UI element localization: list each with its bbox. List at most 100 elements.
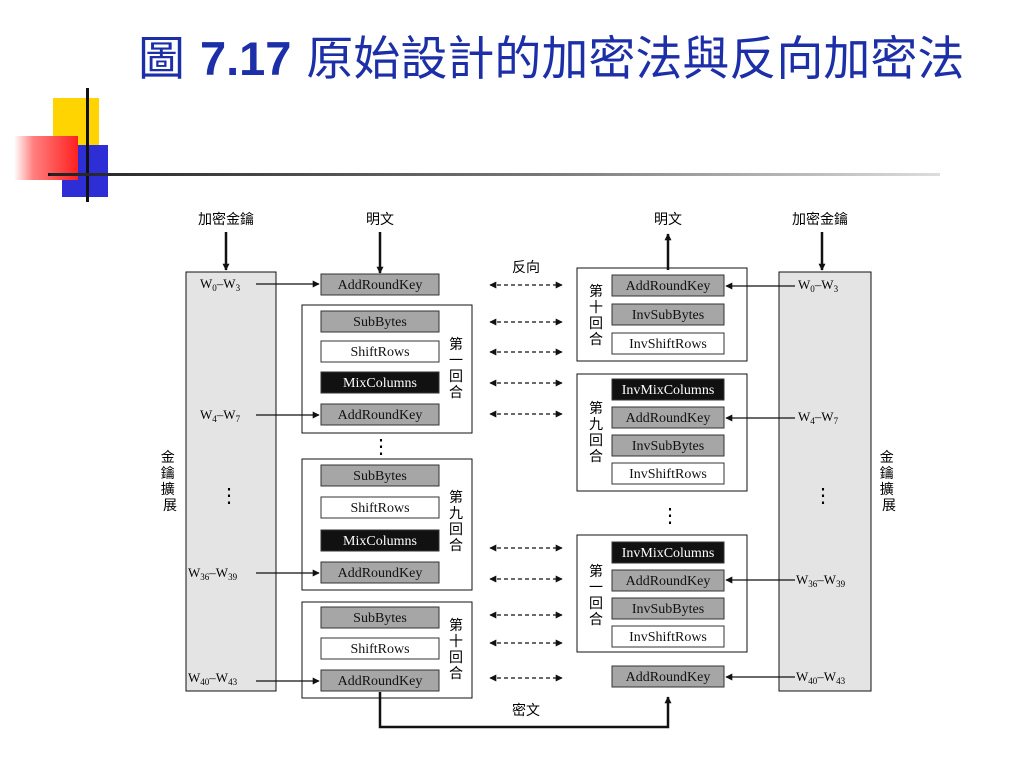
enc-r1-subbytes-label: SubBytes: [353, 315, 407, 330]
dec-round1-label-char-3: 回: [589, 596, 603, 612]
encrypt-ellipsis: ⋮: [371, 436, 391, 458]
dec-round9-label-char-1: 第: [589, 400, 603, 417]
enc-round1-label-char-4: 合: [449, 385, 463, 401]
dec-r9-invshiftrows-label: InvShiftRows: [629, 467, 707, 482]
enc-r10-subbytes-box: [320, 606, 440, 629]
enc-r10-shiftrows-label: ShiftRows: [350, 642, 409, 657]
dec-r9-invmixcolumns-box: [611, 378, 725, 401]
right-key-expansion-label: 金 鑰 擴 展: [880, 450, 898, 514]
operation-boxes: AddRoundKeySubBytesShiftRowsMixColumnsAd…: [320, 273, 725, 692]
right-word-w4-w7: W4–W7: [798, 409, 839, 426]
title-underline: [50, 173, 940, 176]
dec-round9-container: [576, 373, 748, 492]
enc-round1-label-char-3: 回: [449, 369, 463, 385]
dec-r9-addroundkey-box: [611, 406, 725, 429]
right-key-label: 加密金鑰: [792, 211, 848, 228]
enc-r1-addroundkey-label: AddRoundKey: [338, 408, 423, 423]
ciphertext-arrow: [378, 692, 672, 729]
left-plaintext-label: 明文: [366, 212, 394, 228]
dec-round10-label-char-4: 合: [589, 332, 603, 348]
decrypt-ellipsis: ⋮: [660, 505, 680, 527]
right-ke-char-1: 金: [880, 450, 894, 466]
left-ke-char-2: 鑰: [161, 466, 175, 482]
right-ke-char-4: 展: [882, 498, 896, 514]
reverse-label: 反向: [512, 260, 540, 276]
logo-red-gradient: [14, 136, 78, 180]
enc-round9-label-char-2: 九: [449, 506, 463, 522]
right-word-w0-w3: W0–W3: [798, 277, 839, 294]
dec-r10-invshiftrows-label: InvShiftRows: [629, 337, 707, 352]
right-key-expansion-panel: [778, 271, 872, 692]
enc-r1-mixcolumns-box: [320, 371, 440, 394]
dec-r10-invshiftrows-box: [611, 332, 725, 355]
enc-r9-shiftrows-box: [320, 496, 440, 519]
dec-round9-label-char-2: 九: [589, 417, 603, 433]
enc-round9-container: [301, 458, 473, 591]
dec-r9-invsubbytes-label: InvSubBytes: [632, 439, 704, 454]
dec-r9-invsubbytes-box: [611, 434, 725, 457]
right-panel-ellipsis: ⋮: [813, 485, 833, 507]
right-plaintext-label: 明文: [654, 212, 682, 228]
dec-round1-label-char-2: 一: [589, 580, 603, 596]
enc-r1-mixcolumns-label: MixColumns: [343, 376, 417, 391]
enc-r1-addroundkey-box: [320, 403, 440, 426]
dec-r1-invshiftrows-box: [611, 625, 725, 648]
enc-r1-shiftrows-box: [320, 340, 440, 363]
enc-r10-addroundkey-box: [320, 669, 440, 692]
dec-r10-addroundkey-box: [611, 274, 725, 297]
dec-r1-addroundkey-box: [611, 569, 725, 592]
right-word-w36-w39: W36–W39: [796, 572, 846, 589]
dec-r9-invshiftrows-box: [611, 462, 725, 485]
enc-r1-subbytes-box: [320, 310, 440, 333]
ciphertext-label: 密文: [512, 702, 540, 719]
dec-r1-invmixcolumns-box: [611, 541, 725, 564]
title-prefix: 圖: [138, 32, 200, 87]
left-word-w40-w43: W40–W43: [188, 670, 238, 687]
enc-r9-mixcolumns-label: MixColumns: [343, 534, 417, 549]
dec-r1-invmixcolumns-label: InvMixColumns: [622, 546, 715, 561]
dec-round10-container: [576, 267, 748, 362]
left-ke-char-4: 展: [163, 498, 177, 514]
left-ke-char-3: 擴: [161, 481, 175, 498]
left-key-expansion-panel: [185, 271, 277, 692]
reverse-arrows: [489, 281, 563, 682]
page-title: 圖 7.17 原始設計的加密法與反向加密法: [138, 30, 998, 89]
enc-round9-label-char-3: 回: [449, 522, 463, 538]
dec-r1-invsubbytes-box: [611, 597, 725, 620]
dec-round10-label-char-1: 第: [589, 283, 603, 300]
enc-round1-label-char-1: 第: [449, 336, 463, 353]
enc-round1-label-char-2: 一: [449, 353, 463, 369]
left-panel-ellipsis: ⋮: [219, 485, 239, 507]
title-text: 原始設計的加密法與反向加密法: [291, 32, 965, 87]
title-number: 7.17: [199, 32, 292, 85]
enc-r9-shiftrows-label: ShiftRows: [350, 501, 409, 516]
left-key-expansion-label: 金 鑰 擴 展: [161, 450, 179, 514]
dec-round10-label-char-3: 回: [589, 316, 603, 332]
enc-round10-label-char-1: 第: [449, 617, 463, 634]
enc-r9-addroundkey-label: AddRoundKey: [338, 566, 423, 581]
enc-round10-label-char-4: 合: [449, 666, 463, 682]
left-word-w4-w7: W4–W7: [200, 407, 241, 424]
dec-r1-invsubbytes-label: InvSubBytes: [632, 602, 704, 617]
dec-round10-label-char-2: 十: [589, 300, 603, 316]
dec-final-addroundkey-label: AddRoundKey: [626, 670, 711, 685]
enc-r9-addroundkey-box: [320, 561, 440, 584]
dec-r9-invmixcolumns-label: InvMixColumns: [622, 383, 715, 398]
dec-round1-container: [576, 534, 748, 653]
left-ke-char-1: 金: [161, 450, 175, 466]
left-key-label: 加密金鑰: [198, 211, 254, 228]
enc-r9-subbytes-box: [320, 464, 440, 487]
dec-round9-label-char-4: 合: [589, 449, 603, 465]
dec-final-addroundkey-box: [611, 665, 725, 688]
right-ke-char-3: 擴: [880, 481, 894, 498]
left-word-w0-w3: W0–W3: [200, 276, 241, 293]
enc-round9-label-char-4: 合: [449, 538, 463, 554]
dec-round1-label-char-1: 第: [589, 563, 603, 580]
right-ke-char-2: 鑰: [880, 466, 894, 482]
dec-r10-invsubbytes-label: InvSubBytes: [632, 308, 704, 323]
enc-r10-subbytes-label: SubBytes: [353, 611, 407, 626]
enc-r10-shiftrows-box: [320, 637, 440, 660]
enc-initial-addroundkey-box: [320, 273, 440, 296]
